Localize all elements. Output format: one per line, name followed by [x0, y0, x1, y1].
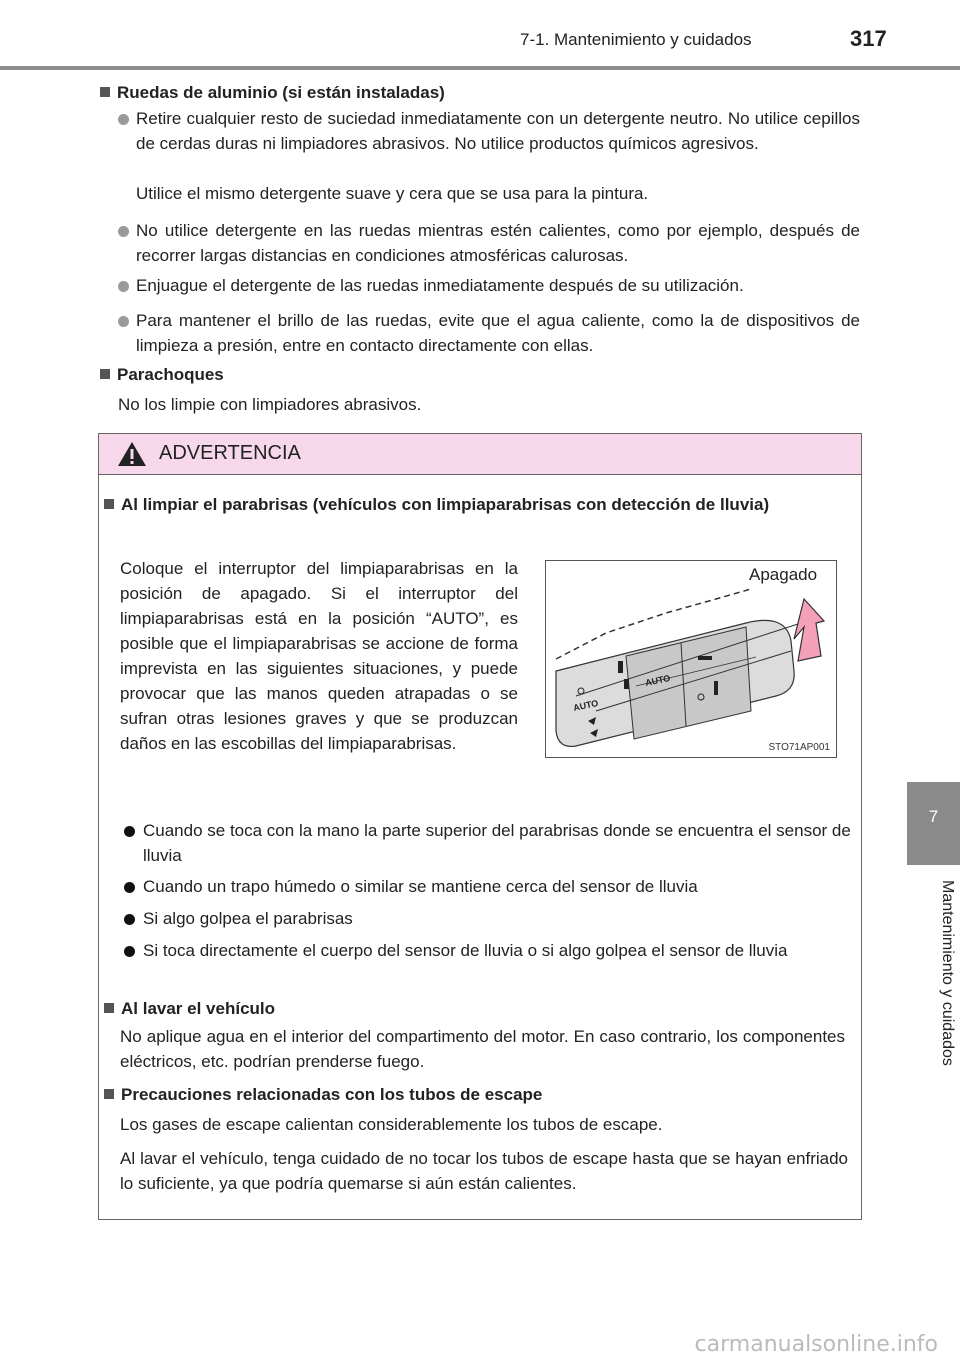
- exhaust-heading: Precauciones relacionadas con los tubos …: [104, 1082, 542, 1107]
- square-bullet-icon: [104, 499, 114, 509]
- wiper-switch-illustration: AUTO AUTO: [555, 588, 826, 748]
- wheels-bullet-3: Enjuague el detergente de las ruedas inm…: [136, 276, 744, 295]
- page-number: 317: [850, 26, 887, 51]
- bullet-icon: [118, 316, 129, 327]
- wiper-switch-figure: AUTO AUTO Apagado STO71AP001: [545, 560, 837, 758]
- wheels-heading: Ruedas de aluminio (si están instaladas): [100, 80, 445, 105]
- watermark: carmanualsonline.info: [694, 1332, 938, 1357]
- bullet-icon: [118, 281, 129, 292]
- windshield-heading: Al limpiar el parabrisas (vehículos con …: [104, 492, 856, 517]
- warning-triangle-icon: [118, 442, 146, 466]
- bullet-icon: [124, 882, 135, 893]
- washing-heading-text: Al lavar el vehículo: [121, 999, 276, 1018]
- bullet-icon: [124, 946, 135, 957]
- warning-bullet-3: Si algo golpea el parabrisas: [143, 909, 353, 928]
- windshield-text: Coloque el interruptor del limpiaparabri…: [120, 559, 518, 753]
- wheels-bullet-1: Retire cualquier resto de suciedad inmed…: [136, 109, 860, 153]
- washing-heading: Al lavar el vehículo: [104, 996, 275, 1021]
- square-bullet-icon: [104, 1089, 114, 1099]
- exhaust-text-1: Los gases de escape calientan considerab…: [120, 1115, 663, 1134]
- bullet-icon: [118, 226, 129, 237]
- chapter-tab: 7: [907, 782, 960, 865]
- warning-bullet-1: Cuando se toca con la mano la parte supe…: [143, 821, 851, 865]
- wheels-bullet-2: No utilice detergente en las ruedas mien…: [136, 221, 860, 265]
- warning-bullet-4: Si toca directamente el cuerpo del senso…: [143, 941, 788, 960]
- bumpers-heading-text: Parachoques: [117, 365, 224, 384]
- windshield-heading-text: Al limpiar el parabrisas (vehículos con …: [121, 495, 770, 514]
- wheels-bullet-1-extra: Utilice el mismo detergente suave y cera…: [136, 184, 649, 203]
- header-rule: [0, 66, 960, 70]
- square-bullet-icon: [100, 369, 110, 379]
- wheels-heading-text: Ruedas de aluminio (si están instaladas): [117, 83, 445, 102]
- footer: carmanualsonline.info: [0, 1332, 960, 1360]
- bullet-icon: [118, 114, 129, 125]
- washing-text: No aplique agua en el interior del compa…: [120, 1027, 845, 1071]
- figure-label-off: Apagado: [749, 565, 818, 585]
- section-title: 7-1. Mantenimiento y cuidados: [520, 30, 752, 49]
- bumpers-text: No los limpie con limpiadores abrasivos.: [118, 395, 422, 414]
- bumpers-heading: Parachoques: [100, 362, 224, 387]
- warning-title: ADVERTENCIA: [159, 442, 301, 464]
- square-bullet-icon: [104, 1003, 114, 1013]
- wheels-bullet-4: Para mantener el brillo de las ruedas, e…: [136, 311, 860, 355]
- bullet-icon: [124, 914, 135, 925]
- warning-bullet-2: Cuando un trapo húmedo o similar se mant…: [143, 877, 698, 896]
- square-bullet-icon: [100, 87, 110, 97]
- warning-box: ADVERTENCIA: [98, 433, 862, 1220]
- warning-header: ADVERTENCIA: [99, 434, 861, 475]
- bullet-icon: [124, 826, 135, 837]
- chapter-label: Mantenimiento y cuidados: [939, 880, 956, 1066]
- exhaust-heading-text: Precauciones relacionadas con los tubos …: [121, 1085, 543, 1104]
- exhaust-text-2: Al lavar el vehículo, tenga cuidado de n…: [120, 1149, 848, 1193]
- figure-code: STO71AP001: [768, 742, 830, 753]
